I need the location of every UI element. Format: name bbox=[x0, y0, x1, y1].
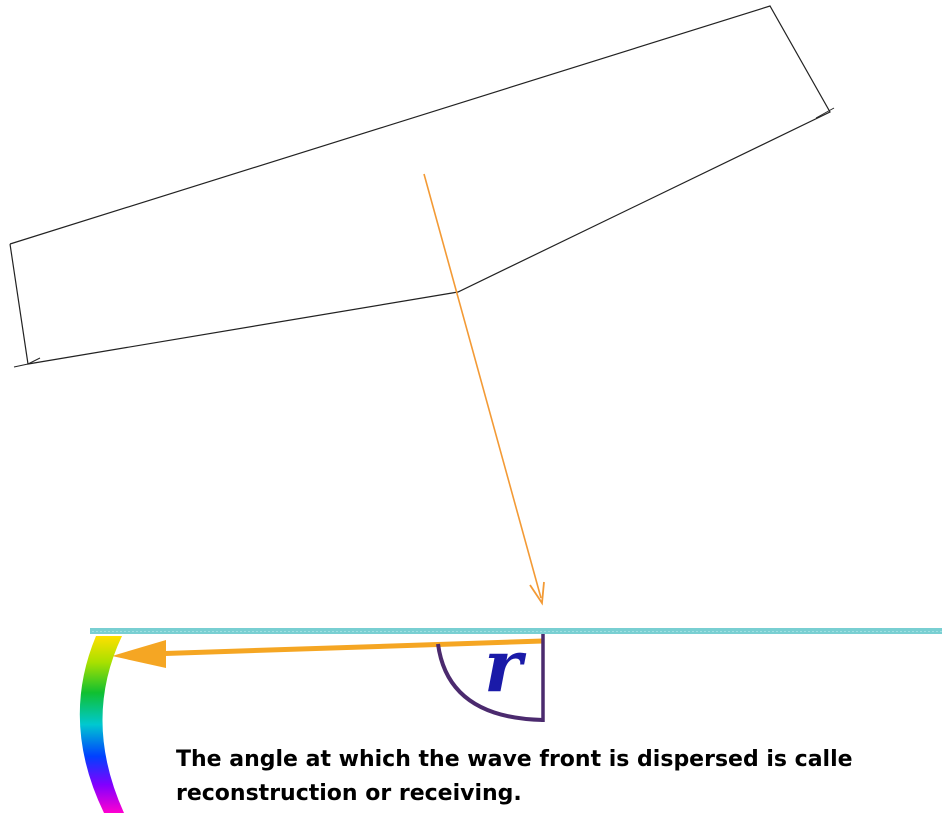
angle-arc bbox=[436, 643, 544, 722]
angle-label: r bbox=[484, 623, 522, 708]
incident-arrow-icon bbox=[529, 581, 545, 606]
reflected-arrow-icon bbox=[112, 640, 166, 668]
caption-line-2: reconstruction or receiving. bbox=[176, 781, 522, 806]
caption-line-1: The angle at which the wave front is dis… bbox=[176, 747, 853, 772]
prism-base-left-edge bbox=[13, 363, 29, 368]
prism-base-right-tick bbox=[815, 107, 835, 119]
caption-text: The angle at which the wave front is dis… bbox=[176, 743, 942, 811]
receiving-surface bbox=[90, 628, 942, 634]
prism-outline bbox=[9, 5, 831, 365]
prism-base-left-tick bbox=[27, 357, 41, 365]
incident-ray bbox=[423, 173, 542, 599]
reflected-ray bbox=[149, 638, 544, 657]
spectrum-band bbox=[79, 636, 124, 813]
